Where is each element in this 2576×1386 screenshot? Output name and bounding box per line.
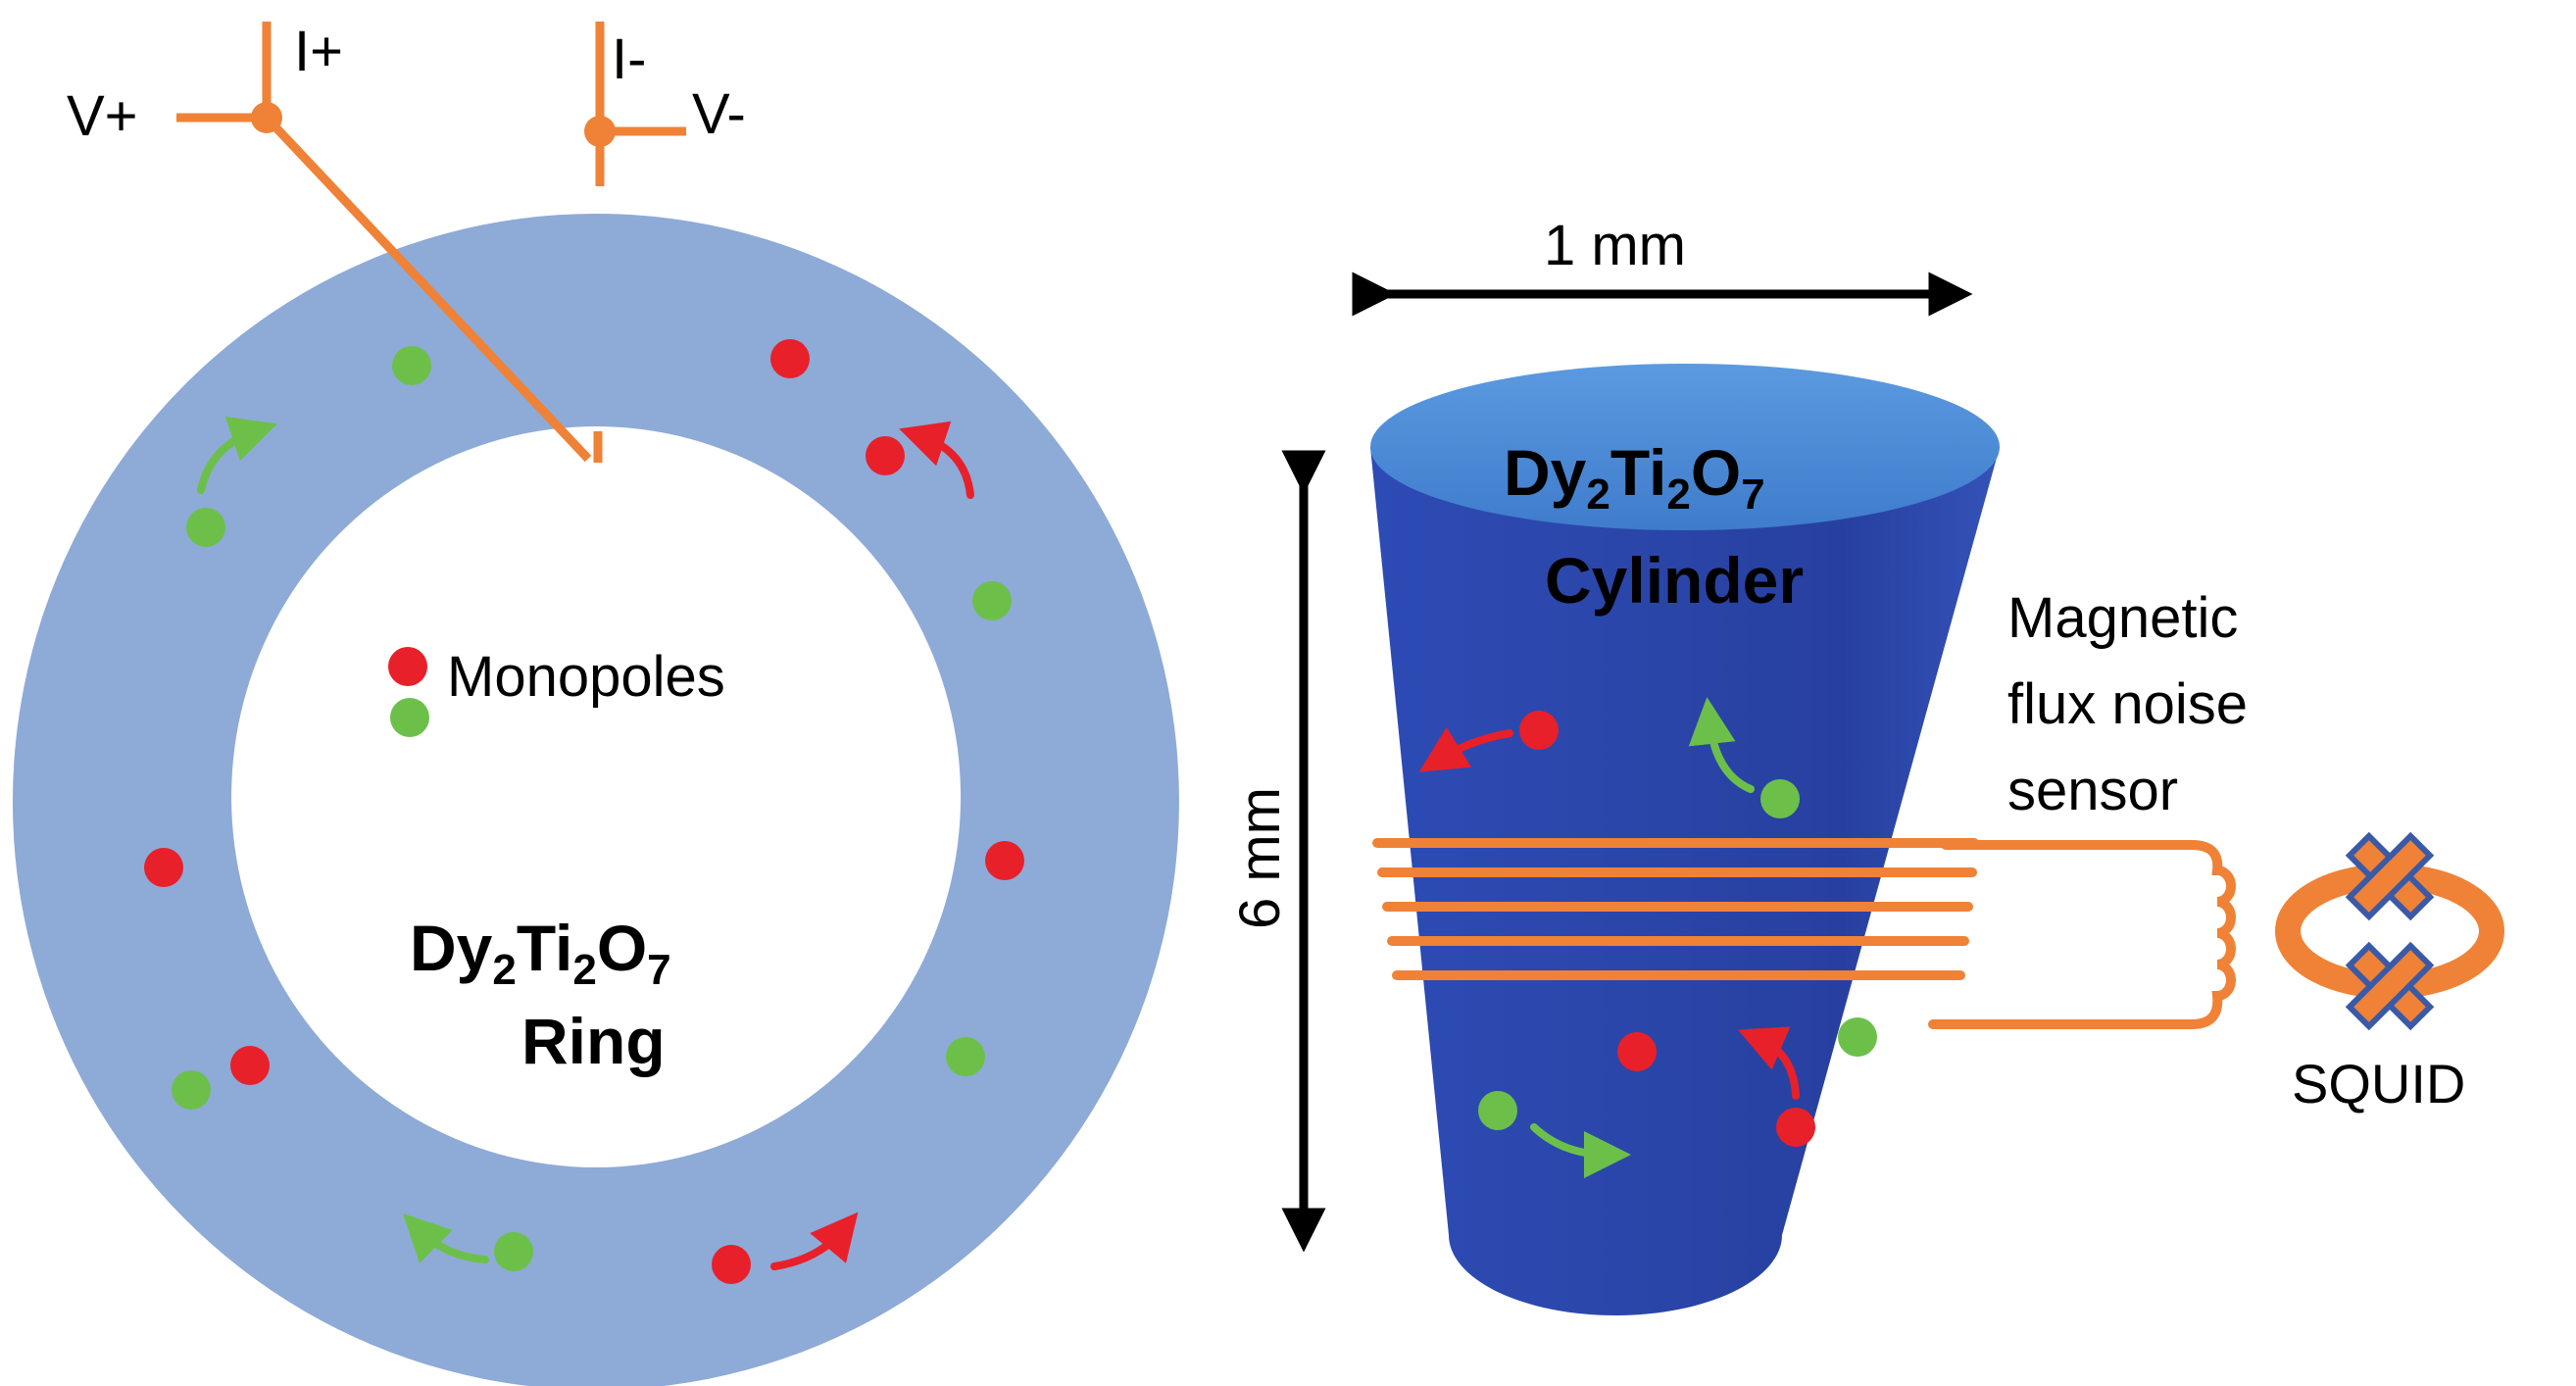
monopole-green xyxy=(392,346,431,385)
sensor-label-line3: sensor xyxy=(2007,759,2178,822)
cylinder-body xyxy=(1370,447,2000,1315)
red-motion-arrow xyxy=(770,1212,859,1270)
green-motion-arrow xyxy=(197,416,277,494)
sensor-label: Magnetic flux noise sensor xyxy=(2007,586,2248,822)
monopole-red xyxy=(866,436,905,475)
green-motion-arrow xyxy=(1530,1123,1631,1178)
monopole-green xyxy=(946,1037,985,1076)
terminal-junction-left xyxy=(251,102,282,133)
monopole-green xyxy=(172,1070,211,1110)
ring-body xyxy=(12,214,1179,1386)
ring-monopoles xyxy=(144,339,1024,1284)
legend-green-dot xyxy=(390,698,429,737)
squid-group: SQUID xyxy=(2275,831,2504,1114)
monopole-red xyxy=(712,1245,751,1284)
sensor-inductor xyxy=(2191,840,2236,1029)
height-dimension-label: 6 mm xyxy=(1228,787,1292,929)
monopole-red xyxy=(1617,1032,1657,1071)
red-motion-arrow xyxy=(1737,1026,1800,1100)
monopole-green xyxy=(1838,1017,1877,1057)
squid-junction-top xyxy=(2345,831,2435,921)
cylinder-material-label: Dy2Ti2O7 xyxy=(1504,436,1765,519)
cylinder-name-label: Cylinder xyxy=(1545,544,1804,617)
pickup-coil xyxy=(1372,838,2197,1029)
terminal-i-minus: I- xyxy=(612,27,646,91)
green-motion-arrow xyxy=(403,1213,489,1263)
terminal-v-minus: V- xyxy=(692,82,746,146)
green-motion-arrow xyxy=(1688,697,1755,793)
monopole-green xyxy=(972,581,1012,620)
squid-junction-bottom xyxy=(2345,941,2435,1031)
width-dimension-label: 1 mm xyxy=(1544,214,1686,277)
terminal-v-plus: V+ xyxy=(67,84,138,148)
squid-label: SQUID xyxy=(2292,1053,2465,1114)
red-motion-arrow xyxy=(899,421,974,499)
monopole-green xyxy=(1478,1091,1517,1130)
monopole-red xyxy=(230,1046,270,1085)
monopole-red xyxy=(1519,711,1559,750)
cylinder-group: 1 mm 6 mm Dy2Ti2O7 Cylinder xyxy=(1228,214,2236,1315)
ring-motion-arrows xyxy=(197,416,974,1270)
cylinder-monopoles xyxy=(1478,711,1877,1147)
monopole-green xyxy=(186,508,225,547)
monopole-red xyxy=(144,848,183,887)
monopole-red xyxy=(985,841,1024,880)
legend-label: Monopoles xyxy=(447,645,725,709)
sensor-label-line1: Magnetic xyxy=(2007,586,2238,650)
legend-red-dot xyxy=(388,647,427,686)
terminal-junction-right xyxy=(584,116,616,147)
monopole-red xyxy=(1776,1108,1815,1147)
cylinder-top xyxy=(1370,364,2000,530)
ring-name-label: Ring xyxy=(521,1005,666,1077)
monopole-red xyxy=(770,339,810,378)
ring-material-label: Dy2Ti2O7 xyxy=(410,912,671,994)
monopole-green xyxy=(1760,779,1800,818)
sensor-label-line2: flux noise xyxy=(2007,672,2248,736)
terminal-i-plus: I+ xyxy=(294,20,343,83)
red-motion-arrow xyxy=(1418,726,1513,772)
ring-group: I+ I- V+ V- Monopoles xyxy=(12,20,1179,1386)
cylinder-motion-arrows xyxy=(1418,697,1800,1178)
monopole-green xyxy=(494,1232,533,1271)
